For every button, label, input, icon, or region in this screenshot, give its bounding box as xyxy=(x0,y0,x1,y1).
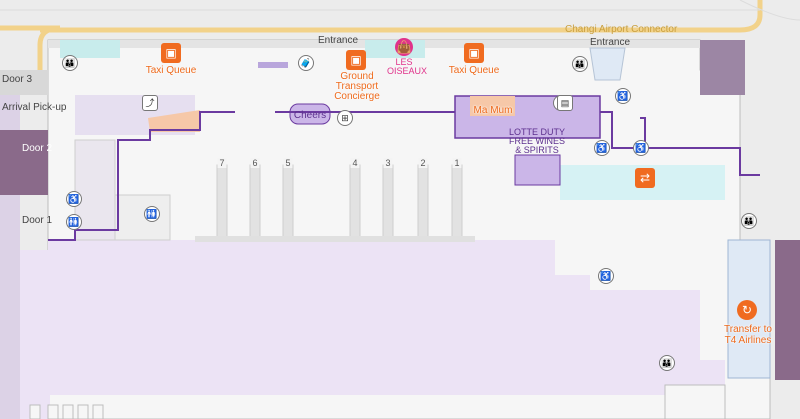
taxi-icon[interactable]: ▣ xyxy=(464,43,484,63)
wheelchair-icon[interactable]: ♿ xyxy=(594,140,610,156)
restroom-icon[interactable]: 🚻 xyxy=(144,206,160,222)
wheelchair-icon[interactable]: ♿ xyxy=(66,191,82,207)
shopping-bag-icon[interactable]: 👜 xyxy=(395,38,413,56)
door2-label: Door 2 xyxy=(22,143,53,154)
entrance-right-label: Entrance xyxy=(590,37,631,48)
escalator-icon[interactable]: ⤴ xyxy=(142,95,158,111)
restroom-icon[interactable]: 👪 xyxy=(741,213,757,229)
lotte-duty-free-label[interactable]: LOTTE DUTY FREE WINES & SPIRITS xyxy=(508,127,565,155)
cheers-label[interactable]: Cheers xyxy=(293,110,327,121)
transfer-icon[interactable]: ↻ xyxy=(737,300,757,320)
restroom-icon[interactable]: 🚻 xyxy=(66,214,82,230)
restroom-icon[interactable]: 👪 xyxy=(572,56,588,72)
belt-4: 4 xyxy=(350,158,360,168)
arrival-pickup-label: Arrival Pick-up xyxy=(2,102,67,113)
entrance-left-label: Entrance xyxy=(318,35,359,46)
belt-1: 1 xyxy=(452,158,462,168)
taxi-icon[interactable]: ▣ xyxy=(161,43,181,63)
transfer-t4-label[interactable]: Transfer to T4 Airlines xyxy=(724,324,772,346)
wheelchair-icon[interactable]: ♿ xyxy=(598,268,614,284)
taxi-queue-right-label[interactable]: Taxi Queue xyxy=(448,65,500,76)
restroom-icon[interactable]: 👪 xyxy=(62,55,78,71)
door1-label: Door 1 xyxy=(22,215,53,226)
ground-transport-label[interactable]: Ground Transport Concierge xyxy=(334,71,380,102)
belt-2: 2 xyxy=(418,158,428,168)
belt-6: 6 xyxy=(250,158,260,168)
door3-label: Door 3 xyxy=(2,74,33,85)
belt-5: 5 xyxy=(283,158,293,168)
road-label: Changi Airport Connector xyxy=(565,24,678,35)
restroom-icon[interactable]: 👪 xyxy=(659,355,675,371)
baggage-icon[interactable]: ▤ xyxy=(557,95,573,111)
wheelchair-icon[interactable]: ♿ xyxy=(615,88,631,104)
wheelchair-icon[interactable]: ♿ xyxy=(633,140,649,156)
ma-mum-label[interactable]: Ma Mum xyxy=(473,105,513,116)
belt-3: 3 xyxy=(383,158,393,168)
belt-7: 7 xyxy=(217,158,227,168)
transfer-icon[interactable]: ⇄ xyxy=(635,168,655,188)
baggage-icon[interactable]: 🧳 xyxy=(298,55,314,71)
ground-transport-icon[interactable]: ▣ xyxy=(346,50,366,70)
les-oiseaux-label[interactable]: LES OISEAUX xyxy=(387,57,428,76)
baggage-icon[interactable]: ⊞ xyxy=(337,110,353,126)
taxi-queue-left-label[interactable]: Taxi Queue xyxy=(145,65,197,76)
